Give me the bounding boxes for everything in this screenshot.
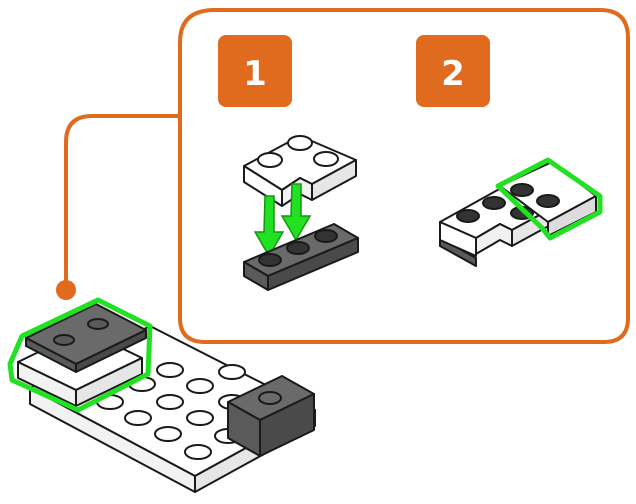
callout-leader-line xyxy=(64,114,180,288)
down-arrow-icon xyxy=(253,195,285,258)
step-1-number: 1 xyxy=(243,54,267,94)
dark-1x2-brick xyxy=(227,375,315,457)
callout-anchor-dot xyxy=(56,280,76,300)
step-2-badge: 2 xyxy=(416,35,490,107)
main-assembly-highlight-outline xyxy=(7,297,153,413)
step-2-highlight-outline xyxy=(495,157,603,241)
dark-1x3-plate xyxy=(243,223,359,291)
down-arrow-icon xyxy=(280,183,312,242)
step-1-badge: 1 xyxy=(218,35,292,107)
combined-assembly xyxy=(439,161,597,267)
step-2-number: 2 xyxy=(441,54,465,94)
main-assembly-new-parts xyxy=(17,303,147,407)
